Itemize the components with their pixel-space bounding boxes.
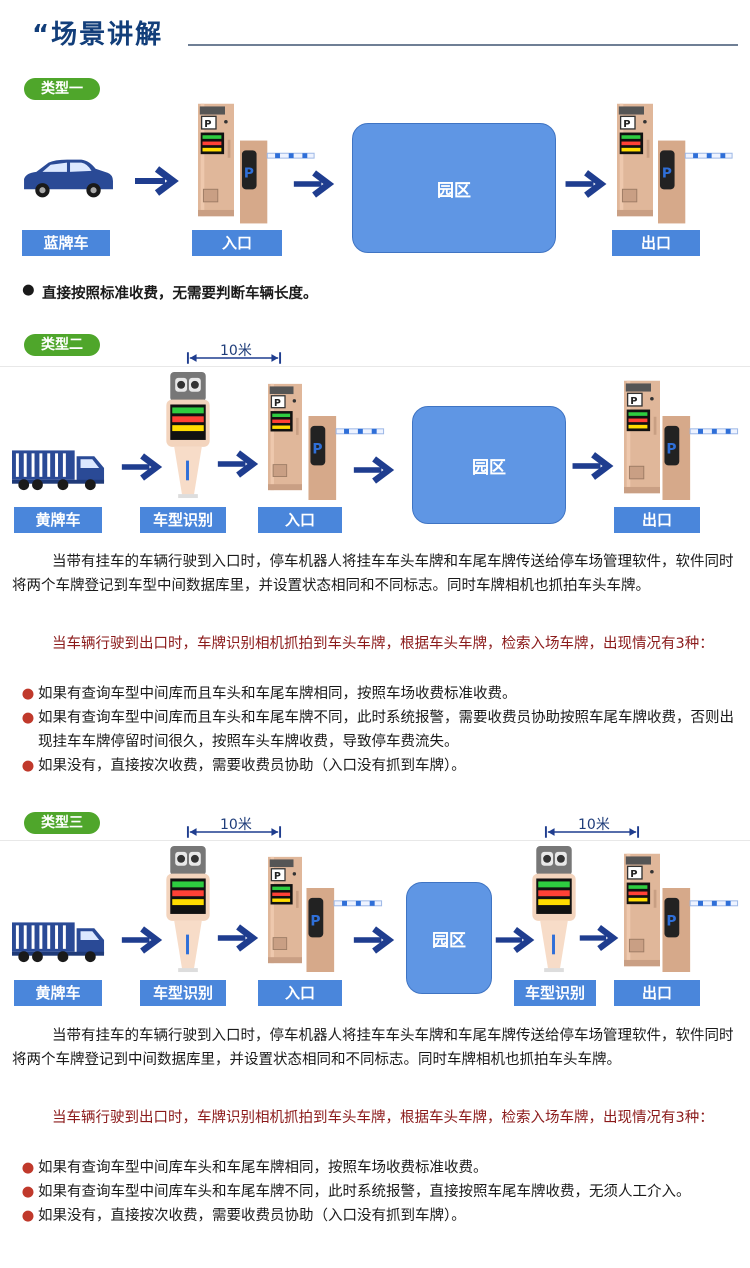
- label-yellow-truck: 黄牌车: [14, 980, 102, 1006]
- bullet-dot: ●: [22, 282, 35, 298]
- label-exit: 出口: [614, 507, 700, 533]
- type2-paragraph-exit: 当车辆行驶到出口时，车牌识别相机抓拍到车头车牌，根据车头车牌，检索入场车牌，出现…: [52, 636, 714, 652]
- type1-note: ● 直接按照标准收费，无需要判断车辆长度。: [22, 282, 722, 303]
- type3-bullet-list: ●如果有查询车型中间库车头和车尾车牌相同，按照车场收费标准收费。 ●如果有查询车…: [18, 1156, 740, 1228]
- arrow-right-icon: [578, 924, 622, 952]
- bullet-text: 如果有查询车型中间库车头和车尾车牌相同，按照车场收费标准收费。: [38, 1160, 488, 1176]
- list-item: ●如果有查询车型中间库车头和车尾车牌相同，按照车场收费标准收费。: [18, 1156, 740, 1180]
- barrier-gate-icon: [658, 140, 736, 224]
- diagram-bg-line: [0, 366, 750, 367]
- arrow-right-icon: [570, 452, 618, 480]
- label-exit: 出口: [612, 230, 700, 256]
- zone-box: 园区: [412, 406, 566, 524]
- label-model-recognition: 车型识别: [140, 980, 226, 1006]
- arrow-right-icon: [216, 924, 262, 952]
- arrow-right-icon: [216, 450, 262, 478]
- recognition-robot-icon: [166, 372, 210, 500]
- label-entry: 入口: [192, 230, 282, 256]
- type1-note-text: 直接按照标准收费，无需要判断车辆长度。: [42, 286, 318, 302]
- barrier-gate-icon: [662, 888, 742, 972]
- distance-label-right: 10米: [578, 817, 610, 833]
- arrow-right-icon: [132, 166, 184, 196]
- bullet-dot: ●: [21, 1160, 35, 1176]
- diagram-bg-line: [0, 840, 750, 841]
- type3-paragraph-entry: 当带有挂车的车辆行驶到入口时，停车机器人将挂车车头车牌和车尾车牌传送给停车场管理…: [12, 1028, 734, 1068]
- label-yellow-truck: 黄牌车: [14, 507, 102, 533]
- bullet-text: 如果有查询车型中间库车头和车尾车牌不同，此时系统报警，直接按照车尾车牌收费，无须…: [38, 1184, 691, 1200]
- dimension-line: [544, 826, 640, 838]
- list-item: ●如果有查询车型中间库而且车头和车尾车牌不同，此时系统报警，需要收费员协助按照车…: [18, 706, 740, 754]
- label-model-recognition: 车型识别: [514, 980, 596, 1006]
- bullet-dot: ●: [21, 758, 35, 774]
- ticket-machine-icon: [624, 375, 660, 499]
- bullet-dot: ●: [21, 686, 35, 702]
- type2-paragraph-entry: 当带有挂车的车辆行驶到入口时，停车机器人将挂车车头车牌和车尾车牌传送给停车场管理…: [12, 554, 734, 594]
- dimension-line: [186, 826, 282, 838]
- arrow-right-icon: [352, 456, 398, 484]
- ticket-machine-icon: [198, 98, 234, 222]
- recognition-robot-icon: [166, 846, 210, 974]
- list-item: ●如果有查询车型中间库车头和车尾车牌不同，此时系统报警，直接按照车尾车牌收费，无…: [18, 1180, 740, 1204]
- arrow-right-icon: [120, 453, 166, 481]
- distance-label: 10米: [220, 343, 252, 359]
- barrier-gate-icon: [662, 416, 742, 500]
- car-icon: [22, 158, 114, 200]
- ticket-machine-icon: [617, 98, 653, 222]
- zone-box: 园区: [352, 123, 556, 253]
- label-entry: 入口: [258, 980, 342, 1006]
- page-title: “场景讲解: [32, 20, 164, 50]
- arrow-right-icon: [292, 170, 338, 198]
- bullet-text: 如果有查询车型中间库而且车头和车尾车牌不同，此时系统报警，需要收费员协助按照车尾…: [38, 710, 734, 750]
- label-model-recognition: 车型识别: [140, 507, 226, 533]
- truck-icon: [12, 920, 106, 964]
- bullet-dot: ●: [21, 1208, 35, 1224]
- bullet-text: 如果没有，直接按次收费，需要收费员协助（入口没有抓到车牌）。: [38, 1208, 466, 1224]
- dimension-line: [186, 352, 282, 364]
- ticket-machine-icon: [624, 848, 660, 972]
- list-item: ●如果没有，直接按次收费，需要收费员协助（入口没有抓到车牌）。: [18, 754, 740, 778]
- label-blue-car: 蓝牌车: [22, 230, 110, 256]
- list-item: ●如果有查询车型中间库而且车头和车尾车牌相同，按照车场收费标准收费。: [18, 682, 740, 706]
- arrow-right-icon: [352, 926, 398, 954]
- bullet-dot: ●: [21, 1184, 35, 1200]
- bullet-dot: ●: [21, 710, 35, 726]
- bullet-text: 如果有查询车型中间库而且车头和车尾车牌相同，按照车场收费标准收费。: [38, 686, 517, 702]
- truck-icon: [12, 448, 106, 492]
- zone-box: 园区: [406, 882, 492, 994]
- type3-badge: 类型三: [24, 812, 100, 834]
- type1-badge: 类型一: [24, 78, 100, 100]
- type3-paragraph-exit: 当车辆行驶到出口时，车牌识别相机抓拍到车头车牌，根据车头车牌，检索入场车牌，出现…: [52, 1110, 714, 1126]
- arrow-right-icon: [562, 170, 612, 198]
- type2-badge: 类型二: [24, 334, 100, 356]
- label-exit: 出口: [614, 980, 700, 1006]
- ticket-machine-icon: [268, 375, 302, 499]
- title-rule: [188, 44, 738, 46]
- type2-bullet-list: ●如果有查询车型中间库而且车头和车尾车牌相同，按照车场收费标准收费。 ●如果有查…: [18, 682, 740, 778]
- arrow-right-icon: [120, 926, 166, 954]
- recognition-robot-icon: [532, 846, 576, 974]
- ticket-machine-icon: [268, 848, 302, 972]
- list-item: ●如果没有，直接按次收费，需要收费员协助（入口没有抓到车牌）。: [18, 1204, 740, 1228]
- bullet-text: 如果没有，直接按次收费，需要收费员协助（入口没有抓到车牌）。: [38, 758, 466, 774]
- distance-label-left: 10米: [220, 817, 252, 833]
- label-entry: 入口: [258, 507, 342, 533]
